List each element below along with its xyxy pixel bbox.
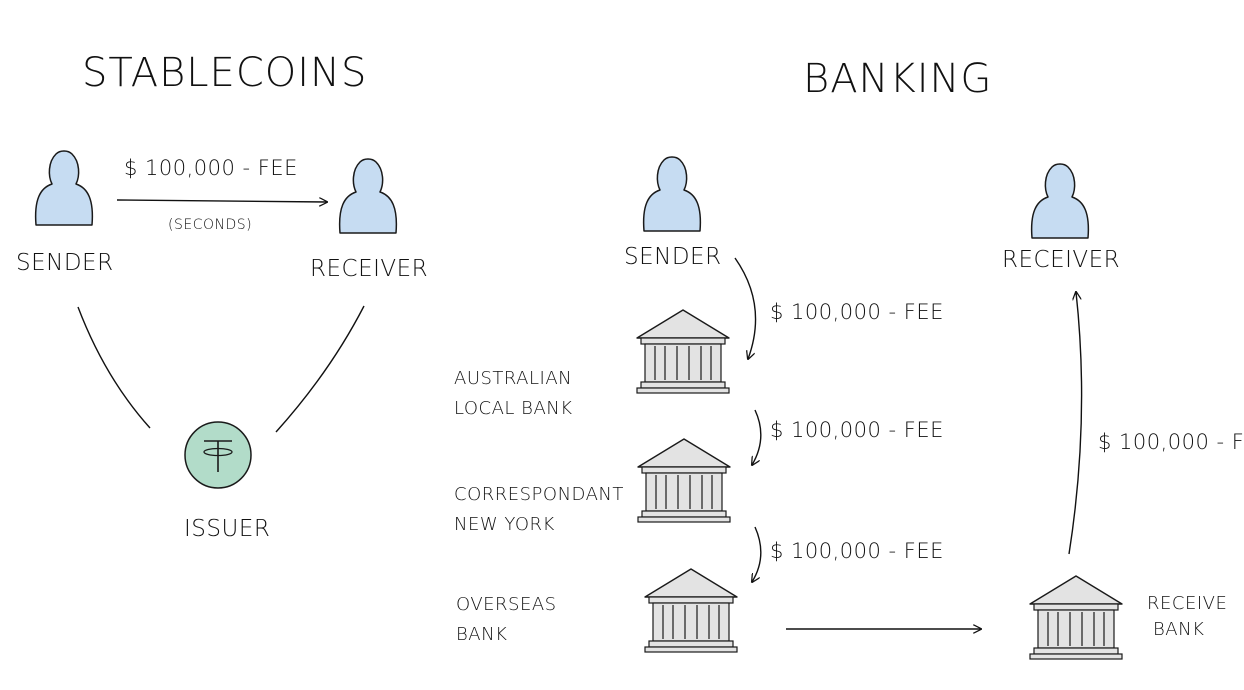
sender-to-local-bank-arrow (734, 257, 757, 359)
correspondant-bank-line1: CORRESPONDANT (454, 484, 624, 505)
banking-sender-label: SENDER (624, 244, 722, 270)
local-to-correspondant-arrow (752, 409, 762, 465)
sender-to-receiver-arrow (116, 200, 327, 202)
correspondant-bank-line2: NEW YORK (454, 514, 555, 535)
sender-issuer-link (77, 306, 151, 429)
stablecoin-fee-label: $ 100,000 - FEE (124, 156, 298, 180)
fee-label-1: $ 100,000 - FEE (770, 300, 944, 324)
correspondant-bank-icon (637, 438, 731, 523)
overseas-bank-icon (644, 568, 738, 653)
stablecoin-receiver-label: RECEIVER (310, 256, 429, 282)
issuer-label: ISSUER (184, 516, 271, 542)
stablecoin-receiver-icon (338, 158, 398, 234)
australian-local-bank-icon (636, 309, 730, 394)
correspondant-bank-label: CORRESPONDANT NEW YORK (454, 480, 624, 540)
overseas-bank-label: OVERSEAS BANK (456, 590, 557, 650)
fee-label-4: $ 100,000 - F (1098, 430, 1244, 454)
banking-title: BANKING (803, 56, 993, 102)
receiver-bank-to-receiver-arrow (1068, 292, 1083, 555)
receiver-bank-icon (1029, 575, 1123, 660)
receiver-bank-line2: BANK (1153, 619, 1205, 640)
issuer-coin-icon (184, 421, 252, 489)
stablecoin-time-label: (SECONDS) (168, 217, 253, 233)
australian-local-bank-line2: LOCAL BANK (454, 398, 573, 419)
australian-local-bank-label: AUSTRALIAN LOCAL BANK (454, 364, 573, 424)
overseas-bank-line1: OVERSEAS (456, 594, 557, 615)
correspondant-to-overseas-arrow (752, 526, 762, 582)
overseas-bank-line2: BANK (456, 624, 508, 645)
banking-receiver-icon (1030, 163, 1090, 239)
fee-label-2: $ 100,000 - FEE (770, 418, 944, 442)
receiver-bank-line1: RECEIVE (1147, 593, 1228, 614)
stablecoin-sender-icon (34, 150, 94, 226)
receiver-bank-label: RECEIVE BANK (1147, 591, 1227, 643)
australian-local-bank-line1: AUSTRALIAN (454, 368, 573, 389)
stablecoins-title: STABLECOINS (82, 50, 368, 96)
fee-label-3: $ 100,000 - FEE (770, 539, 944, 563)
stablecoin-sender-label: SENDER (16, 250, 114, 276)
receiver-issuer-link (275, 305, 365, 433)
banking-sender-icon (642, 156, 702, 232)
banking-receiver-label: RECEIVER (1002, 247, 1121, 273)
